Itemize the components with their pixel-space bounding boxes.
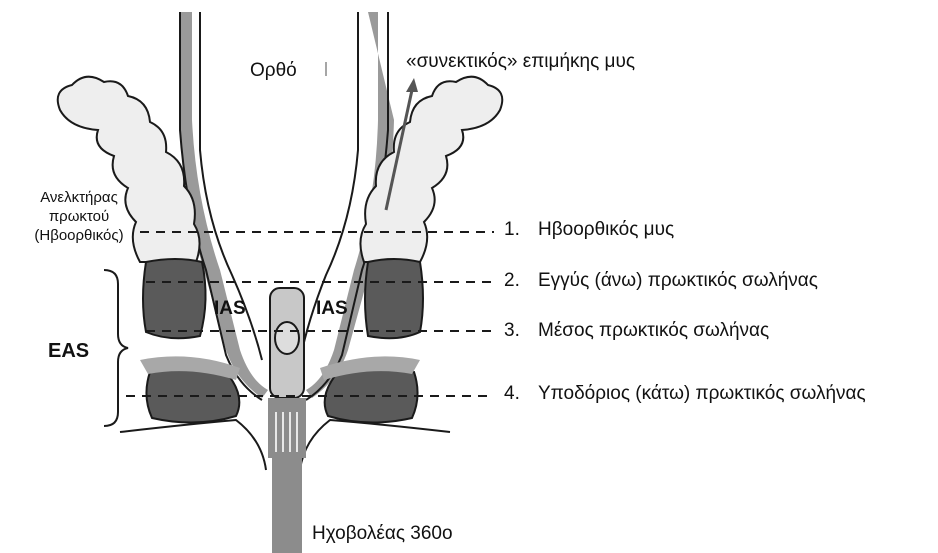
levator-ani-label: Ανελκτήρας πρωκτού (Ηβοορθικός)	[12, 188, 146, 245]
level-3-number: 3.	[504, 320, 538, 342]
level-2-text: Εγγύς (άνω) πρωκτικός σωλήνας	[538, 270, 818, 291]
level-4-text: Υποδόριος (κάτω) πρωκτικός σωλήνας	[538, 383, 866, 404]
levator-ani-label-line2: πρωκτού	[12, 207, 146, 226]
probe-body	[268, 398, 306, 458]
level-1-label: 1.Ηβοορθικός μυς	[504, 219, 674, 241]
level-3-text: Μέσος πρωκτικός σωλήνας	[538, 320, 769, 341]
level-1-number: 1.	[504, 219, 538, 241]
level-3-label: 3.Μέσος πρωκτικός σωλήνας	[504, 320, 769, 342]
probe-handle	[272, 458, 302, 553]
levator-ani-label-line1: Ανελκτήρας	[12, 188, 146, 207]
levator-ani-label-line3: (Ηβοορθικός)	[12, 226, 146, 245]
eas-label: EAS	[48, 340, 89, 363]
level-4-number: 4.	[504, 383, 538, 405]
rectum-label: Ορθό	[250, 60, 297, 82]
probe-label: Ηχοβολέας 360ο	[312, 523, 453, 545]
level-1-text: Ηβοορθικός μυς	[538, 219, 674, 240]
level-2-number: 2.	[504, 270, 538, 292]
eas-bracket	[104, 270, 128, 426]
eas-upper-left	[143, 259, 206, 338]
level-2-label: 2.Εγγύς (άνω) πρωκτικός σωλήνας	[504, 270, 818, 292]
longitudinal-arrow-head	[406, 78, 418, 92]
ias-left-label: IAS	[214, 298, 246, 320]
probe-transducer	[275, 322, 299, 354]
eas-upper-right	[365, 259, 423, 338]
level-4-label: 4.Υποδόριος (κάτω) πρωκτικός σωλήνας	[504, 383, 866, 405]
longitudinal-muscle-label: «συνεκτικός» επιμήκης μυς	[406, 51, 635, 73]
ias-right-label: IAS	[316, 298, 348, 320]
